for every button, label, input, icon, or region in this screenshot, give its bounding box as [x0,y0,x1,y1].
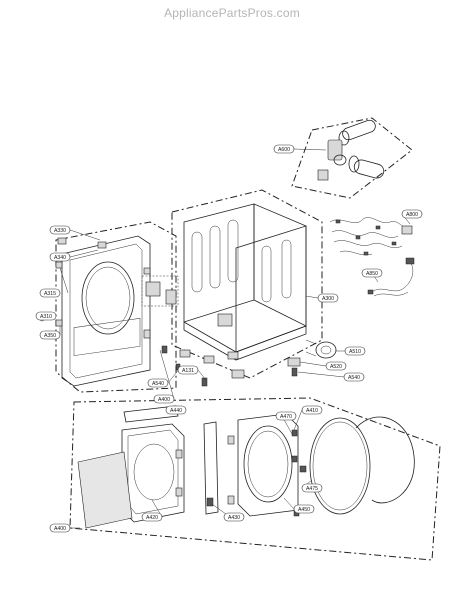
callout-a315: A315 [39,288,61,298]
front-panel-group-outline [55,221,177,393]
svg-text:A475: A475 [306,486,318,492]
callout-a420: A420 [141,512,163,522]
front-panel-hardware [38,237,179,354]
power-cord-part [367,257,415,297]
callout-a850: A850 [361,268,383,278]
callout-a131: A131 [177,365,199,375]
callout-a520: A520 [325,361,347,371]
svg-text:A300: A300 [322,296,334,302]
cabinet-part [183,203,307,361]
callout-a410: A410 [301,405,323,415]
callout-a300: A300 [317,293,339,303]
svg-text:A131: A131 [182,368,194,374]
svg-text:A800: A800 [406,212,418,218]
callout-a340: A340 [49,252,71,262]
callout-a330: A330 [49,225,71,235]
svg-text:A450: A450 [298,507,310,513]
svg-text:A510: A510 [349,349,361,355]
svg-text:A440: A440 [170,408,182,414]
callout-a440: A440 [165,405,187,415]
svg-text:A470: A470 [280,414,292,420]
callout-a400-top: A400 [153,394,175,404]
callout-a430: A430 [223,512,245,522]
door-outer-panel [77,451,133,529]
svg-text:A340: A340 [54,255,66,261]
callout-a310: A310 [35,311,57,321]
svg-text:A540: A540 [348,375,360,381]
callout-a800: A800 [401,209,423,219]
front-panel-part [61,235,151,387]
svg-text:A420: A420 [146,515,158,521]
callout-a350: A350 [39,330,61,340]
callout-a540-left: A540 [147,378,169,388]
callout-a400-bottom: A400 [49,523,71,533]
svg-text:A600: A600 [278,147,290,153]
exhaust-duct-part [317,119,385,181]
duct-assembly-group-outline [291,117,413,199]
svg-text:A310: A310 [40,314,52,320]
door-assembly-part [77,405,415,529]
svg-text:A850: A850 [366,271,378,277]
svg-text:A315: A315 [44,291,56,297]
svg-text:A350: A350 [44,333,56,339]
callout-a540-right: A540 [343,372,365,382]
callout-a450: A450 [293,504,315,514]
callout-a475: A475 [301,483,323,493]
cabinet-group-outline [171,189,323,379]
callout-a470: A470 [275,411,297,421]
svg-text:A410: A410 [306,408,318,414]
svg-text:A330: A330 [54,228,66,234]
callout-a600: A600 [273,144,295,154]
svg-text:A400: A400 [158,397,170,403]
svg-text:A400: A400 [54,526,66,532]
watermark: AppliancePartsPros.com [164,6,300,20]
svg-text:A520: A520 [330,364,342,370]
svg-text:A430: A430 [228,515,240,521]
blower-duct-part [305,339,337,359]
callout-a510: A510 [344,346,366,356]
wire-harness-part [329,217,413,256]
svg-text:A540: A540 [152,381,164,387]
door-group-outline [69,397,441,561]
